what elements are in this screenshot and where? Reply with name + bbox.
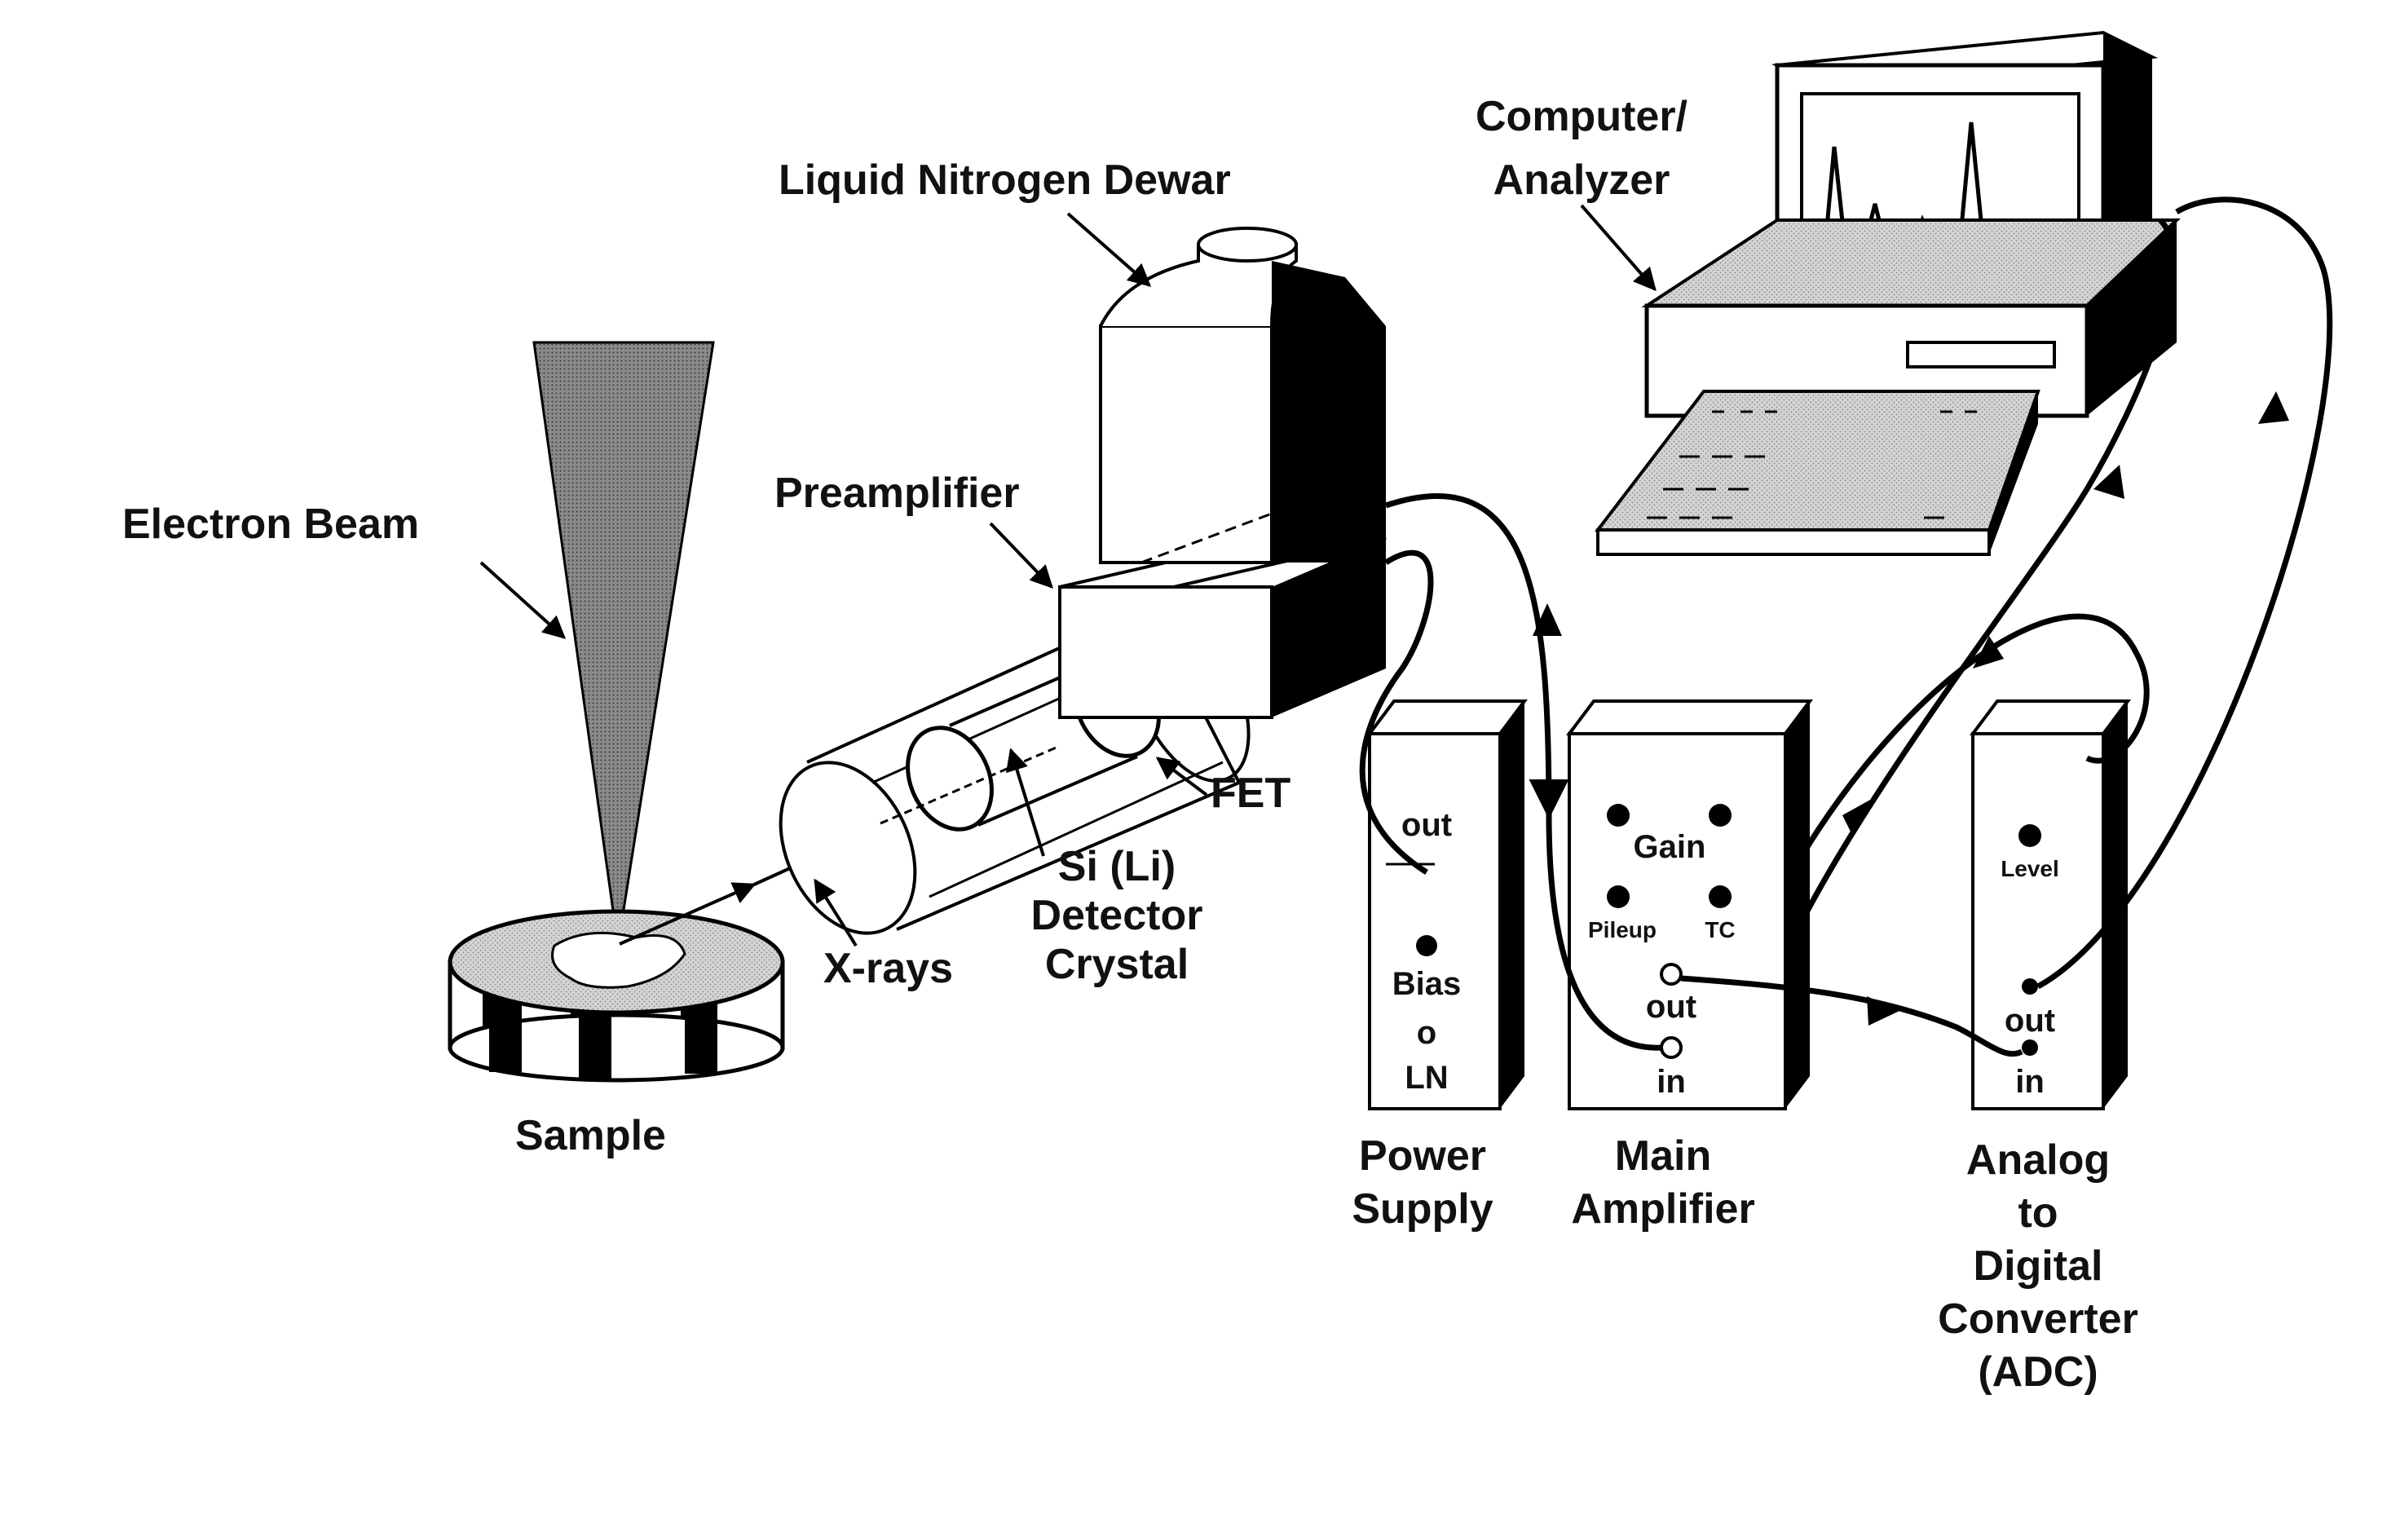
sample-stage [448, 909, 785, 1083]
diagram-labels: Electron Beam Sample X-rays Preamplifier… [122, 93, 2138, 1396]
computer-analyzer [1594, 30, 2181, 556]
gain-knob-left-icon [1607, 804, 1630, 827]
label-detector-line-1: Si (Li) [1058, 843, 1176, 890]
leader-arrows [479, 204, 1657, 947]
label-preamplifier: Preamplifier [774, 470, 1020, 517]
label-fet: FET [1211, 770, 1290, 817]
amp-in-label: in [1657, 1064, 1686, 1100]
pileup-knob-icon [1607, 885, 1630, 908]
label-detector-line-2: Detector [1031, 892, 1203, 939]
panel-labels: out Bias o LN Gain Pileup TC out in Leve… [1392, 807, 2059, 1100]
amp-tc-label: TC [1705, 917, 1735, 942]
adc-out-label: out [2005, 1003, 2055, 1039]
level-knob-icon [2018, 824, 2041, 847]
ps-bias-label: Bias [1392, 966, 1462, 1002]
label-adc-line-4: Converter [1938, 1295, 2138, 1343]
label-adc-line-5: (ADC) [1978, 1348, 2098, 1396]
amp-gain-label: Gain [1634, 829, 1706, 865]
label-sample: Sample [515, 1112, 666, 1159]
label-adc-line-3: Digital [1974, 1242, 2103, 1290]
amp-out-connector-icon [1660, 963, 1683, 986]
amp-out-label: out [1646, 989, 1696, 1025]
label-computer-line-2: Analyzer [1493, 157, 1670, 204]
label-electron-beam: Electron Beam [122, 501, 419, 548]
label-x-rays: X-rays [823, 945, 953, 992]
tc-knob-icon [1709, 885, 1732, 908]
main-amplifier-unit [1566, 699, 1813, 1110]
label-detector-line-3: Crystal [1045, 941, 1189, 988]
label-amp-line-1: Main [1615, 1132, 1711, 1180]
label-adc-line-2: to [2018, 1189, 2058, 1237]
ps-out-label: out [1401, 807, 1452, 843]
label-computer-line-1: Computer/ [1476, 93, 1688, 140]
adc-in-label: in [2015, 1064, 2045, 1100]
signal-cables [1359, 196, 2333, 1057]
adc-level-label: Level [2001, 856, 2059, 881]
label-amp-line-2: Amplifier [1571, 1185, 1754, 1233]
power-supply-unit [1366, 699, 1528, 1110]
ps-o-label: o [1417, 1015, 1436, 1051]
ps-ln-label: LN [1405, 1060, 1448, 1096]
adc-unit [1970, 699, 2131, 1110]
adc-in-connector-icon [2022, 1039, 2038, 1056]
label-power-line-1: Power [1359, 1132, 1486, 1180]
electron-beam [532, 341, 715, 947]
liquid-nitrogen-dewar [1099, 227, 1386, 564]
amp-in-connector-icon [1660, 1036, 1683, 1059]
amp-pileup-label: Pileup [1588, 917, 1657, 942]
bias-knob-icon [1416, 935, 1437, 956]
label-liquid-nitrogen-dewar: Liquid Nitrogen Dewar [779, 157, 1231, 204]
adc-out-connector-icon [2022, 978, 2038, 995]
x-ray-path [619, 882, 757, 946]
label-power-line-2: Supply [1352, 1185, 1493, 1233]
preamplifier-block [1058, 536, 1387, 719]
gain-knob-right-icon [1709, 804, 1732, 827]
cable-arrows [1533, 391, 2289, 1026]
label-adc-line-1: Analog [1966, 1136, 2110, 1184]
